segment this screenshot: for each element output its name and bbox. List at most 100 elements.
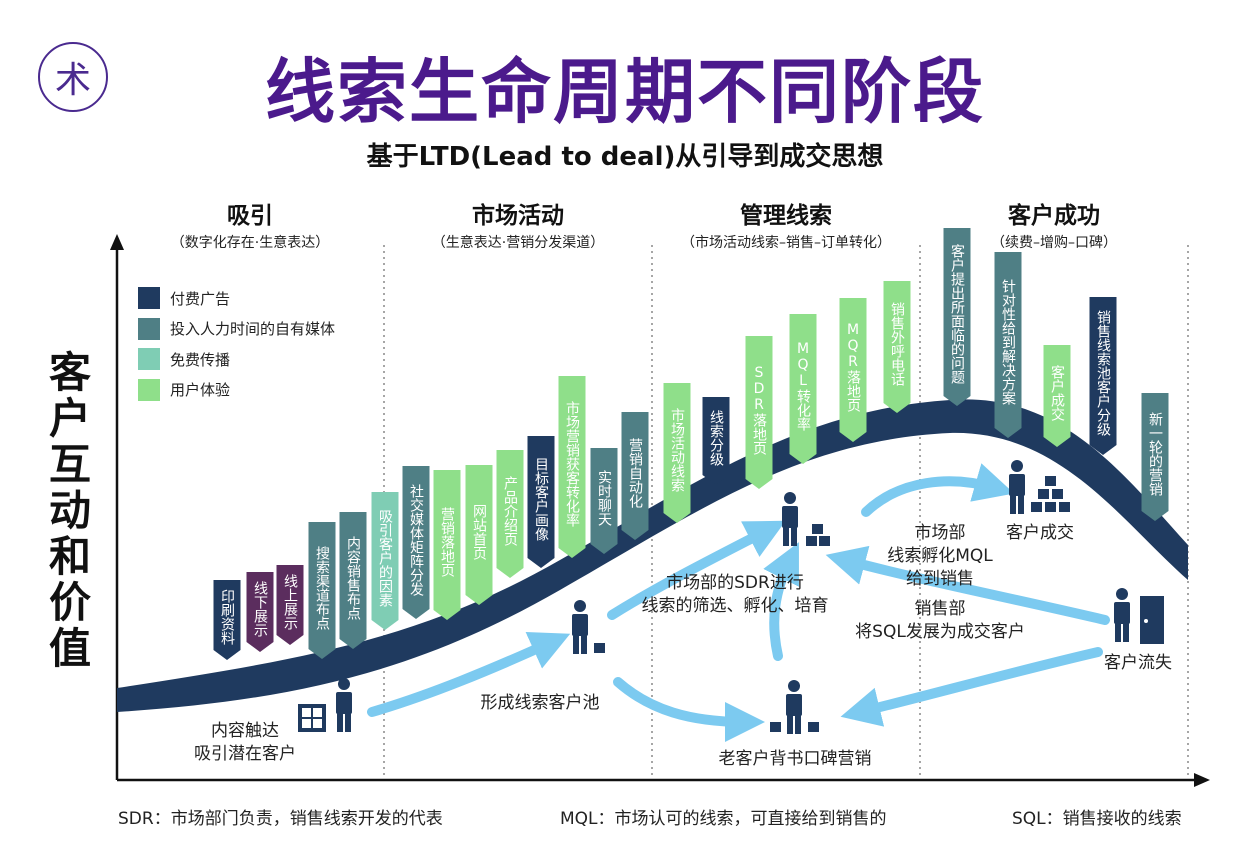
legend-label: 用户体验 [170, 381, 231, 400]
stage-subtitle-marketing: （生意表达·营销分发渠道） [431, 235, 605, 251]
flow-label-referral: 老客户背书口碑营销 [718, 749, 872, 769]
channel-bar-label: 产品介绍页 [502, 476, 518, 546]
legend-swatch [138, 287, 160, 310]
channel-bar [590, 448, 618, 554]
stage-title-lead-management: 管理线索 [740, 203, 832, 229]
box-icon [594, 643, 605, 653]
channel-bar-label: 线上展示 [282, 574, 298, 630]
legend-item: 免费传播 [138, 344, 335, 375]
channel-bar [371, 492, 399, 630]
channel-bar [1141, 393, 1169, 521]
flow-label-sdr: 市场部的SDR进行 线索的筛选、孵化、培育 [641, 573, 829, 616]
channel-bar-label: 营销落地页 [439, 507, 455, 577]
stage-subtitle-lead-management: （市场活动线索–销售–订单转化） [681, 235, 891, 251]
flow-arrow [367, 632, 571, 717]
channel-bar-label: 线下展示 [252, 581, 268, 637]
flow-label-mql: 市场部 线索孵化MQL 给到销售 [887, 523, 993, 589]
stage-title-marketing: 市场活动 [472, 203, 564, 229]
channel-bar-label: 市场活动线索 [669, 408, 685, 492]
flow-label-churn: 客户流失 [1104, 653, 1172, 673]
channel-bar [246, 572, 274, 652]
flow-arrow [613, 677, 765, 742]
legend-swatch [138, 317, 160, 340]
page-subtitle: 基于LTD(Lead to deal)从引导到成交思想 [366, 142, 884, 172]
stage-title-attract: 吸引 [227, 203, 273, 229]
stage-title-customer-success: 客户成功 [1008, 203, 1100, 229]
legend-label: 付费广告 [170, 289, 231, 308]
flow-arrow [763, 542, 799, 661]
channel-bar [789, 314, 817, 464]
flow-label-deal: 客户成交 [1006, 523, 1074, 543]
channel-bar [276, 565, 304, 645]
flow-label-lead-pool: 形成线索客户池 [480, 693, 600, 713]
channel-bar-label: 线索分级 [708, 410, 724, 466]
channel-bar [496, 450, 524, 578]
window-icon [298, 704, 326, 732]
channel-bar [702, 397, 730, 485]
legend-item: 付费广告 [138, 283, 335, 314]
channel-bar-label: 实时聊天 [596, 470, 612, 526]
person-icon [782, 492, 798, 546]
channel-bar [339, 512, 367, 649]
channel-bar-label: 针对性给到解决方案 [1000, 279, 1016, 405]
legend: 付费广告 投入人力时间的自有媒体 免费传播 用户体验 [138, 283, 335, 405]
channel-bar [558, 376, 586, 558]
channel-bar-label: 网站首页 [471, 504, 487, 560]
channel-bar [943, 228, 971, 406]
brand-logo: 术 [38, 42, 108, 112]
flow-arrow [861, 463, 1015, 517]
channel-bar [663, 383, 691, 523]
channel-bar-label: 内容销售布点 [345, 535, 361, 620]
channel-bar-label: MQR落地页 [845, 322, 861, 412]
channel-bar-label: 搜索渠道布点 [314, 545, 330, 630]
legend-label: 投入人力时间的自有媒体 [170, 320, 336, 339]
channel-bar [527, 436, 555, 568]
person-icon [1009, 460, 1025, 514]
channel-bar-label: 营销自动化 [627, 438, 643, 508]
channel-bar [433, 470, 461, 620]
channel-bar [308, 522, 336, 659]
channel-bar-label: 吸引客户的因素 [377, 509, 393, 607]
page-title: 线索生命周期不同阶段 [265, 51, 985, 133]
flow-arrow [825, 545, 1110, 625]
channel-bar [213, 580, 241, 660]
channel-bar-label: 目标客户画像 [533, 457, 549, 541]
channel-bar [994, 252, 1022, 438]
channel-bar-label: 新一轮的营销 [1147, 412, 1163, 496]
channel-bar [1089, 297, 1117, 455]
channel-bar-label: 销售外呼电话 [889, 302, 905, 386]
channel-bar [621, 412, 649, 540]
flow-arrow [607, 520, 786, 620]
channel-bar-label: 市场营销获客转化率 [564, 401, 580, 527]
logo-text: 术 [54, 60, 91, 101]
boxes-stack-icon [1031, 476, 1070, 512]
channel-bar-label: 销售线索池客户分级 [1095, 310, 1111, 436]
channel-bar-label: 印刷资料 [219, 589, 235, 645]
channel-bar [402, 466, 430, 619]
channel-bar [839, 298, 867, 442]
lifecycle-curve [117, 399, 1188, 712]
y-axis-label: 客户互动和价值 [48, 348, 91, 673]
channel-bar [745, 336, 773, 489]
stage-subtitle-customer-success: （续费–增购–口碑） [991, 235, 1117, 251]
person-icon [1114, 588, 1130, 642]
door-icon [1140, 596, 1164, 644]
legend-item: 投入人力时间的自有媒体 [138, 314, 335, 345]
footer-note-sdr: SDR：市场部门负责，销售线索开发的代表 [118, 809, 443, 829]
channel-bar-label: 客户成交 [1049, 365, 1065, 421]
channel-bar-label: 社交媒体矩阵分发 [408, 483, 424, 596]
person-icon [336, 678, 352, 732]
x-axis-arrow-icon [1194, 773, 1210, 787]
channel-bar-label: 客户提出所面临的问题 [949, 244, 965, 384]
flow-label-sql: 销售部 将SQL发展为成交客户 [855, 599, 1025, 642]
channel-bar [465, 465, 493, 605]
footer-note-sql: SQL：销售接收的线索 [1012, 809, 1182, 829]
flow-label-attract: 内容触达 吸引潜在客户 [194, 721, 296, 764]
boxes-icon [806, 524, 830, 546]
channel-bar-label: SDR落地页 [751, 364, 767, 455]
footer-note-mql: MQL：市场认可的线索，可直接给到销售的 [560, 809, 887, 829]
flow-arrow [840, 647, 1103, 727]
person-icon [572, 600, 588, 654]
legend-label: 免费传播 [170, 350, 231, 369]
